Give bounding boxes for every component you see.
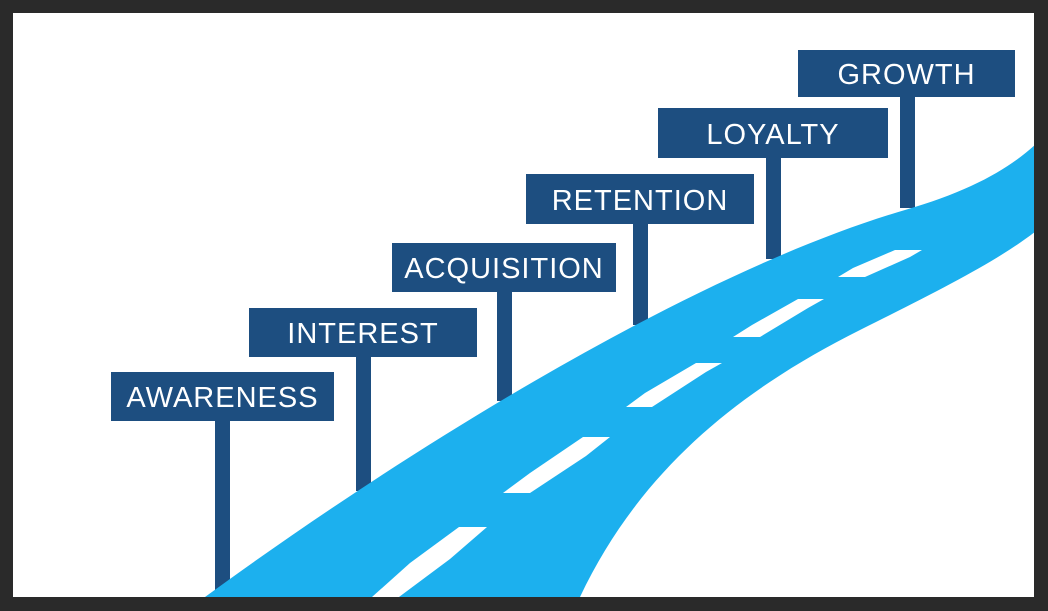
sign-posts [215,96,915,597]
sign-label: AWARENESS [126,382,318,414]
sign-growth: GROWTH [798,50,1015,97]
lane-dash [626,363,722,407]
sign-board [111,372,334,421]
sign-interest: INTEREST [249,308,477,357]
post-awareness [215,420,230,597]
sign-label: RETENTION [552,185,729,217]
post-retention [633,223,648,325]
sign-retention: RETENTION [526,174,754,224]
sign-awareness: AWARENESS [111,372,334,421]
sign-label: GROWTH [837,59,975,91]
sign-board [392,243,616,292]
lane-dash [503,437,610,493]
lane-dash [838,250,922,277]
lane-markings [372,250,922,597]
sign-acquisition: ACQUISITION [392,243,616,292]
post-acquisition [497,291,512,401]
lane-dash [372,527,487,597]
journey-illustration: AWARENESS INTEREST ACQUISITION RETENTION… [111,50,1034,597]
sign-label: INTEREST [287,318,438,350]
slide-canvas: AWARENESS INTEREST ACQUISITION RETENTION… [13,13,1034,597]
lane-dash [733,299,824,337]
sign-board [249,308,477,357]
sign-board [526,174,754,224]
post-loyalty [766,157,781,259]
sign-label: ACQUISITION [404,253,604,285]
sign-label: LOYALTY [706,119,839,151]
post-growth [900,96,915,208]
post-interest [356,356,371,491]
road [205,145,1034,597]
sign-board [658,108,888,158]
sign-board [798,50,1015,97]
sign-loyalty: LOYALTY [658,108,888,158]
